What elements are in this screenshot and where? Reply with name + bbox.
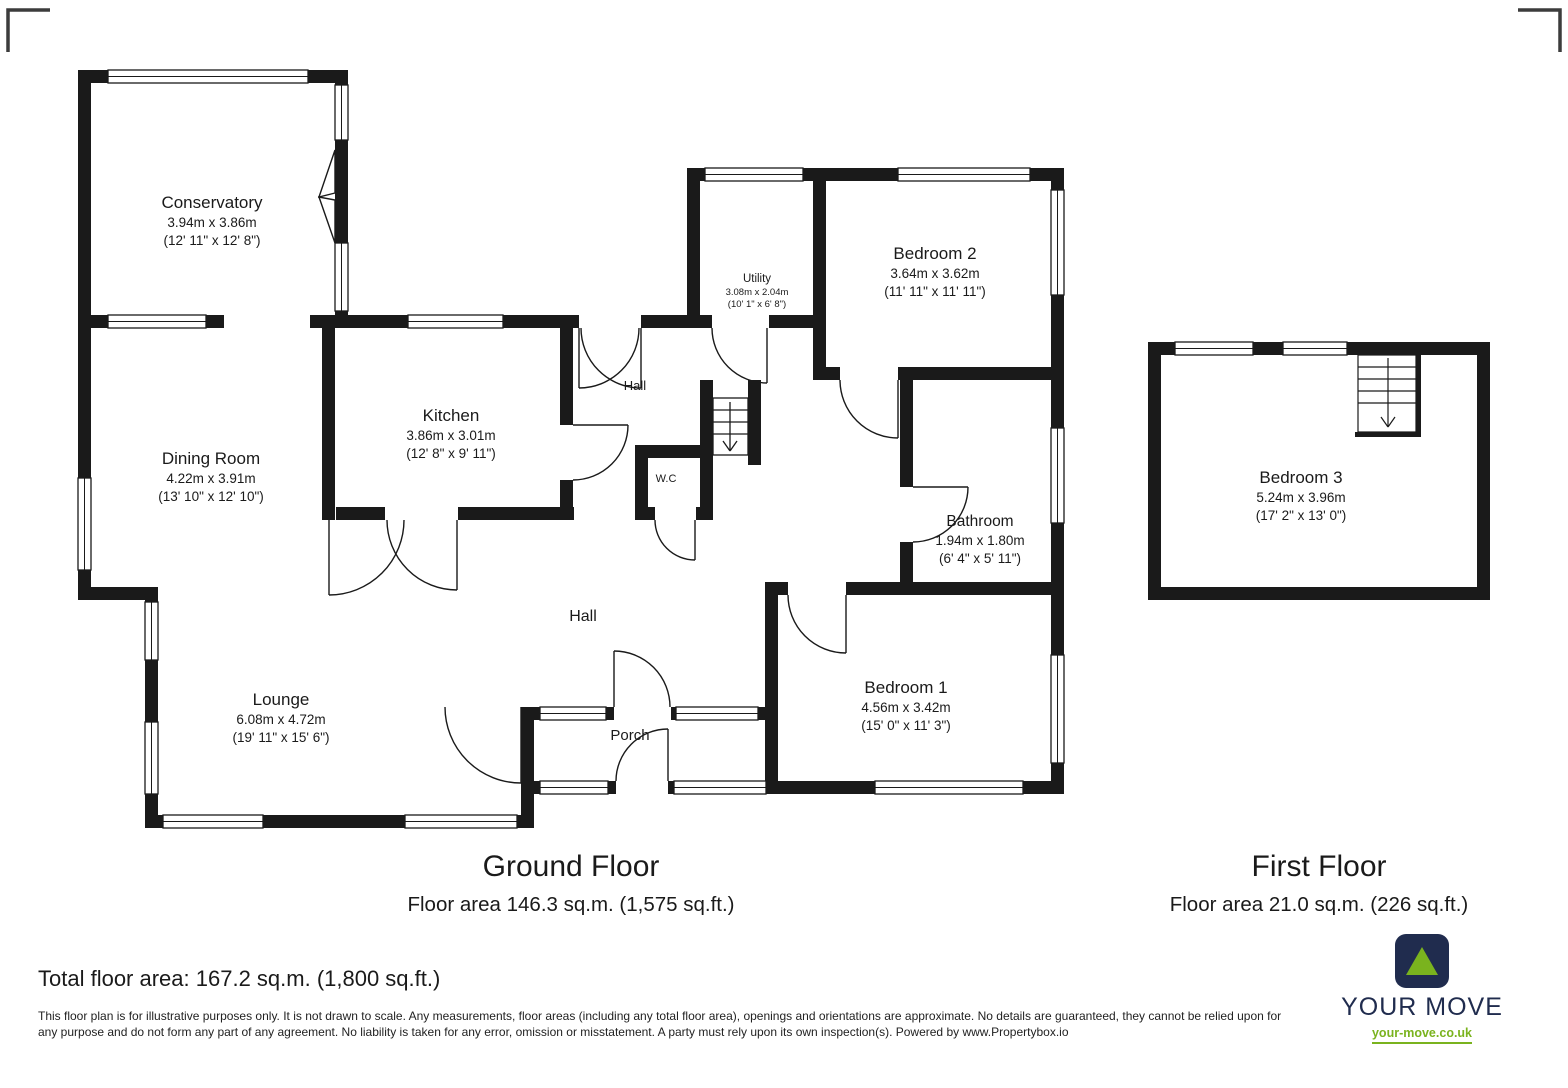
your-move-logo-icon — [1395, 934, 1449, 988]
room-label-bedroom-2: Bedroom 2 3.64m x 3.62m (11' 11" x 11' 1… — [884, 243, 986, 301]
room-dim-imperial: (17' 2" x 13' 0") — [1255, 508, 1347, 524]
room-dim-metric: 4.22m x 3.91m — [166, 471, 256, 487]
room-name: Bedroom 2 — [893, 244, 977, 263]
room-label-kitchen: Kitchen 3.86m x 3.01m (12' 8" x 9' 11") — [406, 405, 496, 463]
corner-mark-top-left — [6, 8, 50, 52]
room-dim-imperial: (10' 1" x 6' 8") — [727, 299, 787, 311]
your-move-logo: YOUR MOVE your-move.co.uk — [1337, 934, 1507, 1044]
room-dim-metric: 3.86m x 3.01m — [406, 428, 496, 444]
room-name: Dining Room — [161, 449, 261, 468]
room-label-lounge: Lounge 6.08m x 4.72m (19' 11" x 15' 6") — [232, 689, 329, 747]
first-floor-area: Floor area 21.0 sq.m. (226 sq.ft.) — [1169, 893, 1469, 916]
room-dim-imperial: (12' 8" x 9' 11") — [406, 446, 496, 462]
corner-marks — [6, 8, 1562, 52]
room-dim-imperial: (19' 11" x 15' 6") — [232, 730, 330, 746]
stairs-first-icon — [1357, 354, 1417, 433]
room-dim-imperial: (6' 4" x 5' 11") — [938, 551, 1022, 567]
room-dim-imperial: (12' 11" x 12' 8") — [163, 233, 261, 249]
room-label-bedroom-1: Bedroom 1 4.56m x 3.42m (15' 0" x 11' 3"… — [861, 677, 951, 735]
room-label-bathroom: Bathroom 1.94m x 1.80m (6' 4" x 5' 11") — [935, 512, 1024, 568]
room-label-hall-rear: Hall — [623, 378, 647, 393]
room-dim-metric: 3.08m x 2.04m — [725, 287, 789, 299]
room-dim-imperial: (11' 11" x 11' 11") — [884, 284, 986, 300]
room-label-porch: Porch — [610, 727, 650, 744]
total-floor-area: Total floor area: 167.2 sq.m. (1,800 sq.… — [38, 966, 441, 991]
room-label-utility: Utility 3.08m x 2.04m (10' 1" x 6' 8") — [726, 272, 789, 311]
room-label-hall-main: Hall — [569, 608, 597, 625]
room-dim-metric: 1.94m x 1.80m — [935, 533, 1025, 549]
room-dim-metric: 3.64m x 3.62m — [890, 266, 980, 282]
first-floor-windows — [1174, 341, 1348, 356]
room-name: Bedroom 1 — [864, 678, 948, 697]
ground-floor-windows — [77, 69, 1065, 829]
room-dim-metric: 4.56m x 3.42m — [861, 700, 951, 716]
room-dim-imperial: (15' 0" x 11' 3") — [861, 718, 951, 734]
room-name: Conservatory — [161, 193, 263, 212]
room-label-wc: W.C — [655, 473, 677, 485]
ground-floor-openings — [224, 314, 914, 795]
room-label-conservatory: Conservatory 3.94m x 3.86m (12' 11" x 12… — [161, 192, 262, 250]
mountain-triangle-icon — [1406, 947, 1438, 975]
first-floor-title: First Floor — [1251, 850, 1387, 883]
disclaimer-text: This floor plan is for illustrative purp… — [38, 1009, 1282, 1040]
room-label-bedroom-3: Bedroom 3 5.24m x 3.96m (17' 2" x 13' 0"… — [1256, 467, 1347, 525]
room-name: Bedroom 3 — [1259, 468, 1343, 487]
stairs-ground-icon — [712, 397, 749, 456]
room-name: Utility — [742, 273, 772, 285]
room-dim-metric: 3.94m x 3.86m — [167, 215, 257, 231]
room-dim-metric: 5.24m x 3.96m — [1256, 490, 1346, 506]
room-dim-imperial: (13' 10" x 12' 10") — [158, 489, 264, 505]
ground-floor-doors — [317, 149, 969, 784]
room-dim-metric: 6.08m x 4.72m — [236, 712, 326, 728]
room-label-dining-room: Dining Room 4.22m x 3.91m (13' 10" x 12'… — [158, 448, 264, 506]
room-name: Lounge — [252, 690, 310, 709]
room-name: Bathroom — [946, 513, 1014, 530]
first-floor-caption: First Floor Floor area 21.0 sq.m. (226 s… — [1170, 850, 1469, 917]
your-move-brand-text: YOUR MOVE — [1341, 993, 1503, 1021]
room-name: Kitchen — [422, 406, 480, 425]
ground-floor-caption: Ground Floor Floor area 146.3 sq.m. (1,5… — [407, 850, 734, 917]
ground-floor-title: Ground Floor — [482, 850, 660, 883]
ground-floor-area: Floor area 146.3 sq.m. (1,575 sq.ft.) — [407, 893, 735, 916]
your-move-url: your-move.co.uk — [1371, 1026, 1473, 1044]
corner-mark-top-right — [1518, 8, 1562, 52]
